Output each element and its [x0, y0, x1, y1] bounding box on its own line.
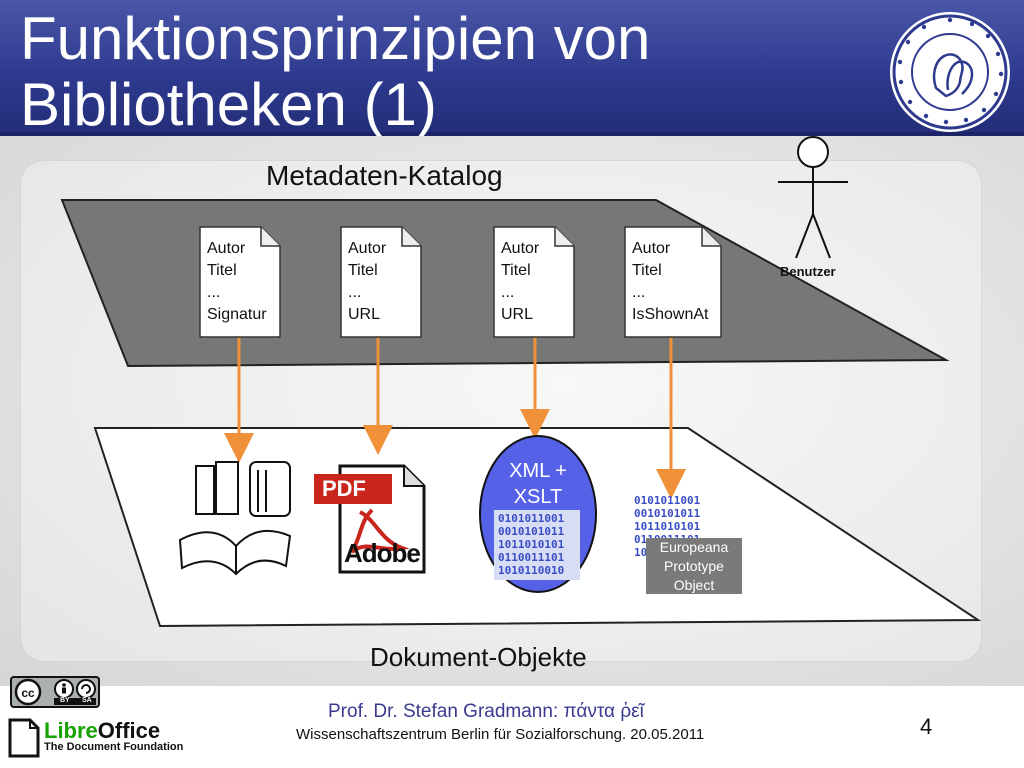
binary-row: 0101011001 — [634, 494, 701, 507]
card-line: Titel — [632, 262, 662, 279]
binary-row: 0101011001 — [498, 512, 565, 525]
metadata-card: Autor Titel ... URL — [493, 226, 575, 338]
xml-xslt-label: XML + XSLT — [488, 458, 588, 510]
libreoffice-libre: Libre — [44, 718, 98, 743]
card-line: Signatur — [207, 306, 267, 323]
card-shape — [340, 226, 422, 338]
catalog-diagram — [60, 199, 982, 628]
footer-author: Prof. Dr. Stefan Gradmann: πάντα ῥεῖ — [328, 701, 644, 722]
binary-row: 0010101011 — [498, 525, 565, 538]
card-line: IsShownAt — [632, 306, 709, 323]
card-shape — [493, 226, 575, 338]
metadata-card: Autor Titel ... Signatur — [199, 226, 281, 338]
slide-title-line-1: Funktionsprinzipien von — [20, 5, 651, 72]
books-icon — [178, 461, 292, 576]
svg-text:cc: cc — [21, 686, 35, 700]
binary-row: 0110011101 — [498, 551, 565, 564]
page-number: 4 — [920, 714, 933, 739]
europeana-line-2: Prototype — [664, 558, 724, 574]
binary-row: 0010101011 — [634, 507, 701, 520]
binary-row: 1011010101 — [634, 520, 701, 533]
libreoffice-name: LibreOffice — [44, 718, 160, 744]
footer-event: Wissenschaftszentrum Berlin für Sozialfo… — [296, 726, 705, 743]
metadata-card: Autor Titel ... IsShownAt — [624, 226, 722, 338]
card-line: ... — [207, 284, 221, 301]
slide-title: Funktionsprinzipien von Bibliotheken (1) — [20, 6, 650, 138]
slide-title-line-2: Bibliotheken (1) — [20, 71, 437, 138]
card-line: Autor — [348, 240, 387, 257]
card-line: Autor — [207, 240, 246, 257]
xml-binary-text: 0101011001 0010101011 1011010101 0110011… — [498, 512, 564, 577]
cc-sa-label: SA — [82, 697, 92, 704]
card-shape — [199, 226, 281, 338]
binary-row: 1011010101 — [498, 538, 565, 551]
libreoffice-logo-icon — [8, 718, 40, 758]
card-line: Titel — [348, 262, 378, 279]
card-line: Autor — [632, 240, 671, 257]
libreoffice-office: Office — [97, 718, 161, 743]
card-line: URL — [348, 306, 381, 323]
binary-row: 1010110010 — [498, 564, 565, 577]
xml-label-line-1: XML + — [509, 460, 567, 482]
card-line: Titel — [501, 262, 531, 279]
europeana-line-3: Object — [673, 577, 715, 593]
pdf-document-icon — [314, 464, 426, 574]
cc-license-badge: cc BY SA — [10, 676, 100, 708]
pdf-label: PDF — [322, 476, 366, 501]
europeana-line-1: Europeana — [659, 539, 729, 555]
xml-label-line-2: XSLT — [513, 486, 563, 508]
card-line: ... — [348, 284, 362, 301]
cc-icon: cc — [14, 678, 96, 706]
catalog-label: Metadaten-Katalog — [266, 160, 503, 191]
title-bar-divider — [0, 132, 1024, 136]
title-bar — [0, 0, 1024, 136]
europeana-label: Europeana Prototype Object — [646, 538, 742, 594]
libreoffice-foundation: The Document Foundation — [44, 741, 184, 753]
card-line: URL — [501, 306, 534, 323]
metadata-card: Autor Titel ... URL — [340, 226, 422, 338]
card-line: Titel — [207, 262, 237, 279]
card-line: ... — [632, 284, 646, 301]
documents-label: Dokument-Objekte — [370, 642, 587, 672]
user-icon — [778, 136, 848, 259]
adobe-label: Adobe — [344, 538, 421, 568]
xml-binary-card — [494, 510, 580, 580]
card-line: ... — [501, 284, 515, 301]
cc-by-label: BY — [60, 697, 70, 704]
university-seal-icon — [890, 12, 1010, 132]
user-label: Benutzer — [780, 264, 836, 279]
card-shape — [624, 226, 722, 338]
card-line: Autor — [501, 240, 540, 257]
